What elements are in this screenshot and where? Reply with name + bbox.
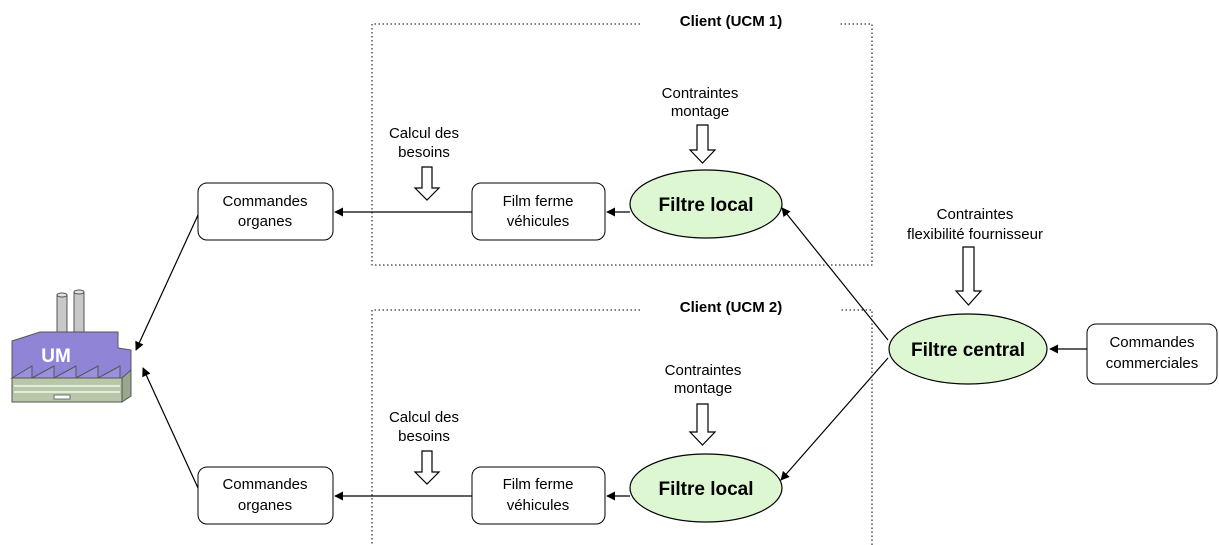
hollow-down-arrow-icon [688,124,717,164]
factory-icon: UM [10,289,132,403]
client1-frame: Client (UCM 1) [371,13,873,266]
orders-box-1-line1: Commandes [222,193,307,210]
client2-title: Client (UCM 2) [680,299,783,316]
hollow-down-arrow-icon [413,450,441,485]
commercial-orders-line1: Commandes [1109,334,1194,351]
arrow-icon [142,367,199,489]
local-filter-2: Filtre local [629,453,783,523]
local-filter-1: Filtre local [629,169,783,239]
calcul-2-line2: besoins [398,428,450,445]
calcul-1-line1: Calcul des [389,125,459,142]
orders-box-1-line2: organes [238,213,292,230]
orders-box-1: Commandes organes [197,182,334,241]
constraints-2-line1: Contraintes [665,362,742,379]
film-box-2-line1: Film ferme [503,476,574,493]
arrow-icon [781,207,889,341]
central-filter: Filtre central [888,313,1048,385]
film-box-1: Film ferme véhicules [471,182,606,241]
film-box-1-line1: Film ferme [503,193,574,210]
central-constraints-line2: flexibilité fournisseur [907,226,1043,243]
client1-title: Client (UCM 1) [680,13,783,30]
calcul-1-line2: besoins [398,144,450,161]
constraints-1-line1: Contraintes [662,85,739,102]
arrow-icon [780,357,889,481]
hollow-down-arrow-icon [688,403,717,446]
hollow-down-arrow-icon [413,166,441,201]
orders-box-2: Commandes organes [197,466,334,525]
constraints-2-line2: montage [674,380,732,397]
orders-box-2-line2: organes [238,497,292,514]
calcul-2-line1: Calcul des [389,409,459,426]
arrow-icon [135,214,199,351]
factory-label: UM [41,346,71,367]
commercial-orders-line2: commerciales [1106,355,1199,372]
constraints-1-line2: montage [671,103,729,120]
central-filter-label: Filtre central [911,340,1025,361]
central-constraints-line1: Contraintes [937,206,1014,223]
local-filter-1-label: Filtre local [658,195,753,216]
commercial-orders-box: Commandes commerciales [1086,323,1218,385]
hollow-down-arrow-icon [954,246,983,306]
local-filter-2-label: Filtre local [658,479,753,500]
film-box-2: Film ferme véhicules [471,466,606,525]
film-box-1-line2: véhicules [507,213,570,230]
client2-frame: Client (UCM 2) [371,299,873,545]
orders-box-2-line1: Commandes [222,476,307,493]
film-box-2-line2: véhicules [507,497,570,514]
